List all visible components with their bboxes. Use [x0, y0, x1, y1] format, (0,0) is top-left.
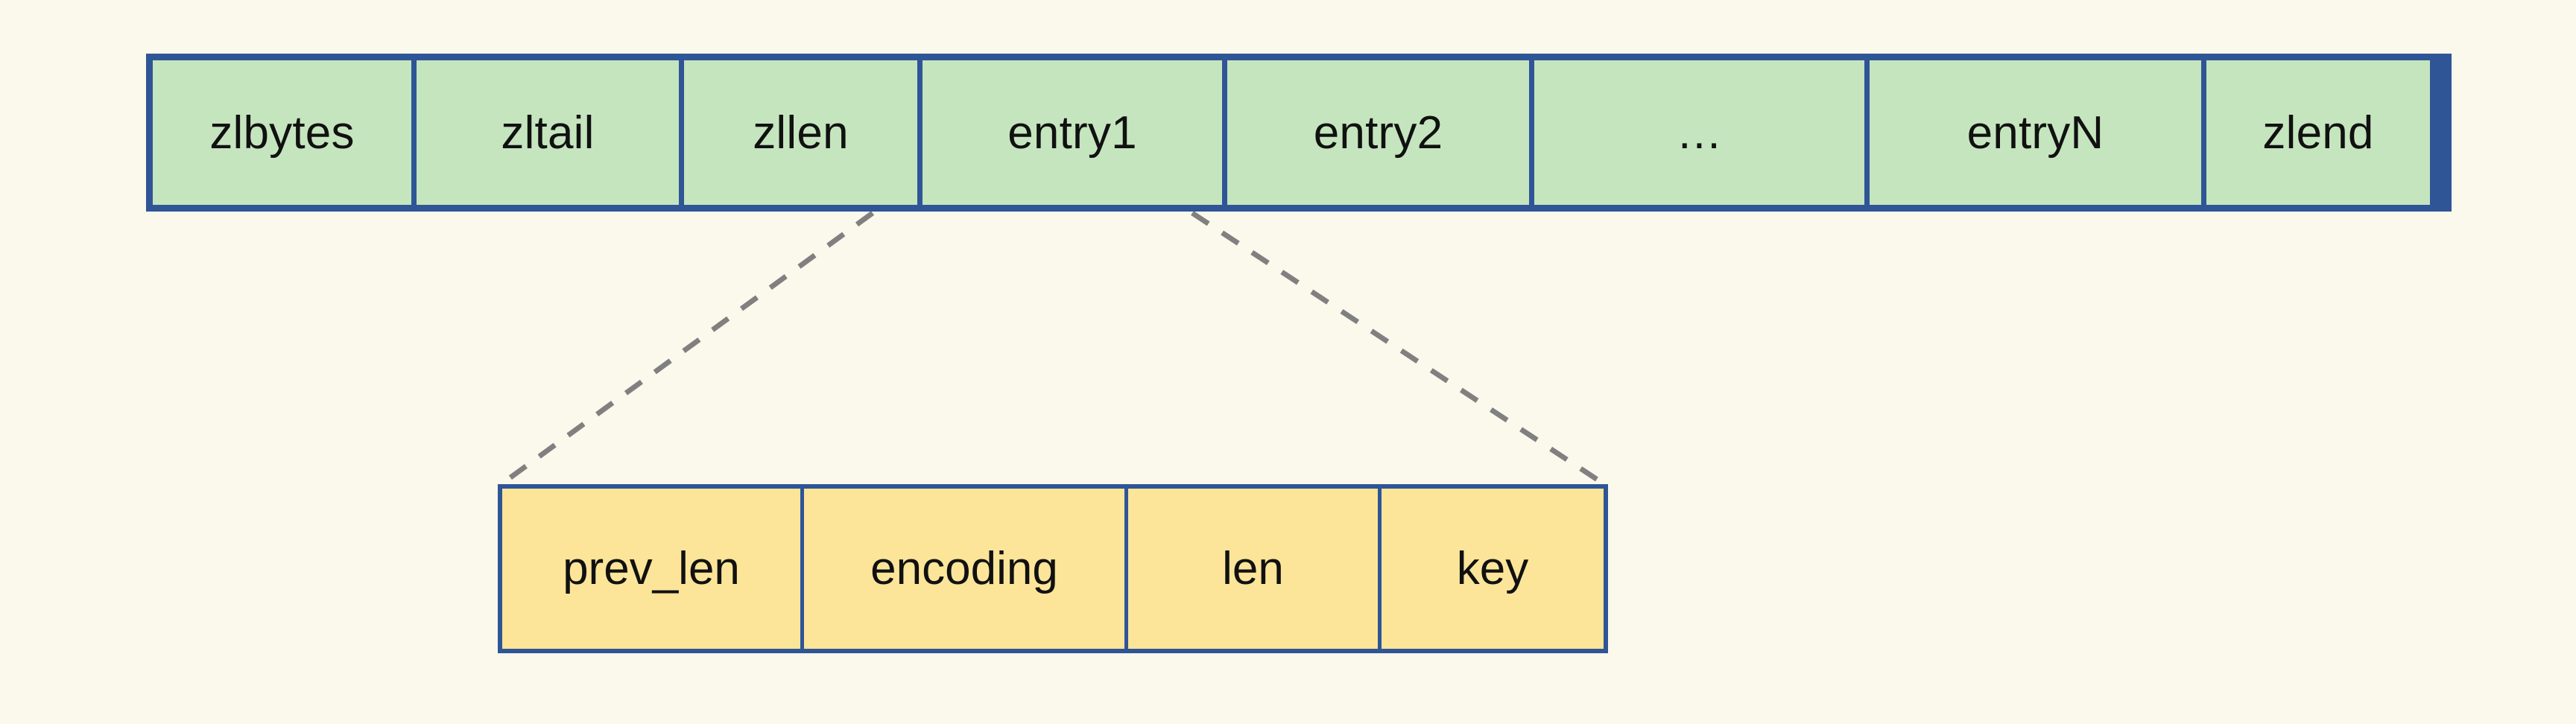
ziplist-cell-zllen[interactable]: zllen [684, 60, 923, 205]
ziplist-cell-zlbytes[interactable]: zlbytes [153, 60, 417, 205]
ziplist-cell-entryn-label: entryN [1966, 107, 2104, 159]
ziplist-cell-ellipsis-label: … [1676, 107, 1723, 159]
entry-cell-encoding[interactable]: encoding [804, 489, 1128, 649]
entry-cell-len-label: len [1222, 543, 1284, 594]
ziplist-cell-entry2-label: entry2 [1313, 107, 1443, 159]
ziplist-cell-zlend-label: zlend [2262, 107, 2374, 159]
ziplist-cell-zllen-label: zllen [753, 107, 849, 159]
ziplist-cell-zlend[interactable]: zlend [2206, 60, 2430, 205]
ziplist-cell-entry2[interactable]: entry2 [1227, 60, 1534, 205]
ziplist-row: zlbytes zltail zllen entry1 entry2 … ent… [146, 54, 2452, 212]
entry-cell-key[interactable]: key [1382, 489, 1604, 649]
entry1-right-guide-line [1191, 211, 1608, 488]
entry1-left-guide-line [497, 211, 875, 488]
ziplist-cell-zlbytes-label: zlbytes [209, 107, 355, 159]
entry-cell-encoding-label: encoding [870, 543, 1058, 594]
ziplist-cell-entry1-label: entry1 [1007, 107, 1137, 159]
ziplist-cell-entry1[interactable]: entry1 [923, 60, 1227, 205]
ziplist-cell-ellipsis[interactable]: … [1534, 60, 1870, 205]
ziplist-cell-zltail-label: zltail [501, 107, 595, 159]
entry-cell-prev-len[interactable]: prev_len [502, 489, 804, 649]
entry-cell-key-label: key [1456, 543, 1529, 594]
ziplist-cell-zltail[interactable]: zltail [417, 60, 684, 205]
entry-cell-len[interactable]: len [1128, 489, 1382, 649]
entry-cell-prev-len-label: prev_len [563, 543, 740, 594]
entry-detail-row: prev_len encoding len key [498, 484, 1608, 653]
ziplist-cell-entryn[interactable]: entryN [1870, 60, 2206, 205]
